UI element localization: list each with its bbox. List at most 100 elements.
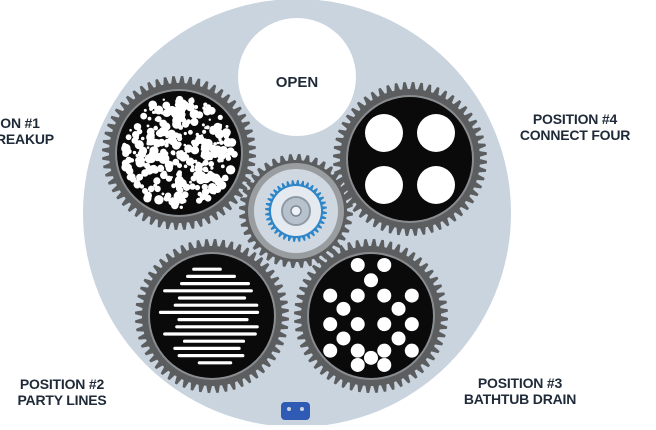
breakup-speck [197,191,203,197]
gobo-disc [150,254,274,378]
breakup-speck [142,188,148,194]
notch-hole-left [287,407,291,411]
position-2-title: POSITION #2 [19,376,105,392]
breakup-speck [149,138,154,142]
breakup-speck [146,124,150,128]
breakup-speck [179,111,186,118]
breakup-speck [215,147,219,150]
breakup-speck [172,120,176,123]
breakup-speck [201,183,208,191]
breakup-speck [184,144,193,153]
breakup-speck [190,164,195,169]
gobo-hole [404,317,419,332]
breakup-speck [217,152,226,161]
breakup-speck [219,123,223,127]
breakup-speck [196,197,203,204]
gobo-hole [350,317,365,332]
hub-axle [290,205,302,217]
breakup-speck [165,175,173,182]
breakup-speck [208,144,217,153]
breakup-speck [194,165,203,173]
gobo-hole [336,301,351,316]
breakup-speck [132,150,137,155]
breakup-speck [179,178,185,184]
breakup-speck [224,176,229,181]
gobo-disc [348,97,472,221]
breakup-speck [213,142,217,146]
position-1-name: BREAKUP [0,131,54,147]
gobo-line [197,361,233,365]
breakup-speck [146,146,150,149]
position-4-name: CONNECT FOUR [519,127,631,143]
breakup-speck [136,173,144,181]
position-2-name: PARTY LINES [17,392,107,408]
gobo-line [158,310,260,314]
breakup-speck [171,140,181,150]
gobo-position-3 [294,239,448,393]
breakup-speck [152,139,162,148]
breakup-speck [222,128,231,137]
breakup-speck [190,97,194,101]
breakup-speck [194,184,201,191]
breakup-speck [193,159,198,164]
breakup-speck [195,111,204,119]
breakup-speck [188,129,193,135]
breakup-speck [193,171,200,178]
gobo-hole [365,166,403,204]
gobo-position-1 [102,76,256,230]
breakup-speck [133,123,142,131]
gobo-hole [417,166,455,204]
position-4-label: POSITION #4 CONNECT FOUR [505,111,645,143]
breakup-speck [171,151,176,156]
breakup-speck [204,126,208,130]
gobo-position-4 [333,82,487,236]
position-3-name: BATHTUB DRAIN [463,391,577,407]
breakup-speck [147,185,155,193]
breakup-speck [162,170,167,176]
breakup-speck [210,166,214,170]
breakup-speck [140,112,148,120]
breakup-speck [164,192,172,199]
position-1-label: ON #1 BREAKUP [0,115,66,147]
position-2-label: POSITION #2 PARTY LINES [2,376,122,408]
breakup-speck [203,152,212,161]
gobo-hole [350,288,365,303]
breakup-speck [223,137,233,147]
breakup-speck [154,195,164,205]
breakup-speck [153,102,158,107]
breakup-speck [154,105,164,115]
gobo-line [177,354,245,358]
position-1-title: ON #1 [0,115,40,131]
breakup-speck [139,184,145,189]
breakup-speck [185,157,195,166]
breakup-speck [227,156,230,160]
breakup-speck [131,137,138,144]
breakup-speck [217,180,227,190]
breakup-speck [143,108,147,112]
gobo-line [180,282,250,286]
breakup-speck [125,156,133,164]
gobo-hole [377,258,392,272]
gobo-hole [350,343,365,358]
gobo-line [175,325,259,329]
breakup-speck [190,118,199,126]
breakup-speck [205,172,215,182]
breakup-speck [209,126,218,135]
breakup-speck [158,126,169,137]
breakup-speck [201,123,205,127]
breakup-speck [152,110,156,114]
center-hub-gear [239,154,353,268]
breakup-speck [154,154,161,162]
gobo-line [163,332,257,336]
breakup-speck [176,171,182,178]
gobo-disc [309,254,433,378]
gobo-line [177,318,249,322]
notch-hole-right [300,407,304,411]
breakup-speck [202,129,207,134]
breakup-speck [219,140,224,146]
breakup-speck [201,162,205,167]
gobo-hole [350,258,365,272]
gobo-line [182,339,246,343]
breakup-speck [135,156,143,164]
gobo-line [192,267,222,271]
